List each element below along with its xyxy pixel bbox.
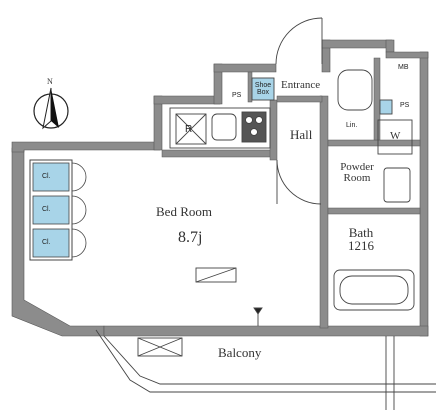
balcony-area [95, 329, 436, 410]
bedroom-fixtures [195, 267, 263, 326]
bedroom-label: Bed Room [156, 204, 212, 219]
closet-label-2: Cl. [42, 206, 51, 213]
kitchen-counter [169, 107, 271, 149]
washer-label: W [390, 130, 401, 142]
closet-label-1: Cl. [42, 173, 51, 180]
closet-storage [29, 159, 87, 261]
balcony-label: Balcony [218, 345, 262, 360]
powder-room-fixtures [337, 69, 413, 203]
north-compass-icon [33, 87, 69, 130]
closet-label-3: Cl. [42, 239, 51, 246]
north-label: N [47, 77, 53, 86]
hall-door [276, 159, 322, 205]
refrigerator-label: R [185, 124, 193, 135]
exterior-walls [11, 39, 429, 337]
ps-label-left: PS [232, 92, 242, 99]
entrance-label: Entrance [281, 79, 321, 91]
ps-label-right: PS [400, 102, 410, 109]
linen-label: Lin. [346, 122, 358, 129]
bedroom-size: 8.7j [178, 229, 203, 246]
mb-label: MB [398, 64, 409, 71]
entrance-door [251, 17, 323, 101]
bathtub [333, 269, 415, 311]
hall-label: Hall [290, 127, 313, 142]
